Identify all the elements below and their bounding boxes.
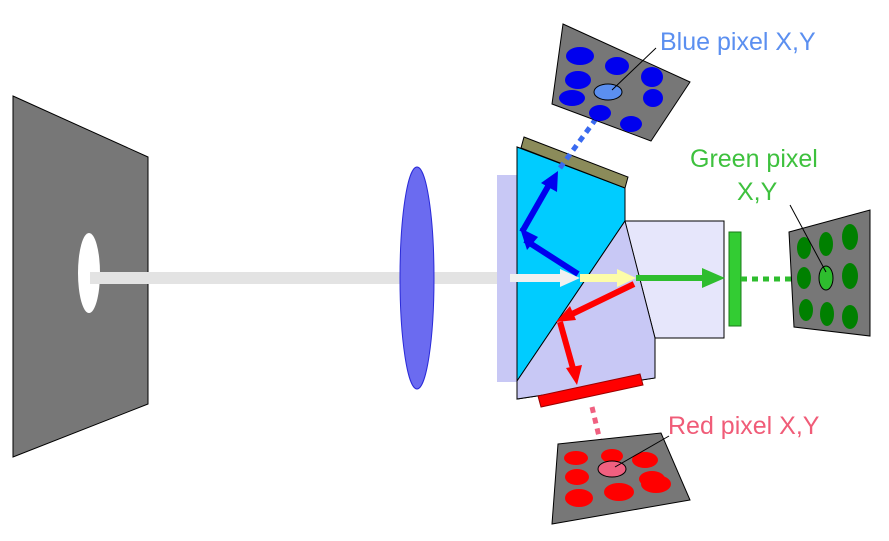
green-sensor <box>788 209 871 337</box>
green-pixel-label-line1: Green pixel <box>690 145 818 173</box>
red-pointer <box>614 435 670 468</box>
red-sensor <box>551 432 691 525</box>
green-pixel-highlight <box>818 265 834 291</box>
light-beam <box>90 272 510 284</box>
blue-dotted-path <box>557 95 615 170</box>
green-pixel-label-line2: X,Y <box>737 178 778 206</box>
blue-pixel-highlight <box>593 83 623 101</box>
blue-sensor <box>551 23 691 142</box>
red-filter <box>537 373 644 408</box>
aperture-icon <box>78 233 100 313</box>
green-pointer <box>789 204 827 273</box>
green-filter <box>728 231 742 327</box>
object-screen <box>12 95 149 458</box>
red-pixel-label: Red pixel X,Y <box>668 412 820 440</box>
blue-pointer <box>611 47 657 91</box>
blue-filter <box>520 136 629 189</box>
lens-icon <box>399 166 435 390</box>
blue-arrows <box>519 95 615 277</box>
red-arrows <box>556 281 636 467</box>
entrance-plate <box>497 175 517 382</box>
blue-pixel-label: Blue pixel X,Y <box>660 28 816 56</box>
